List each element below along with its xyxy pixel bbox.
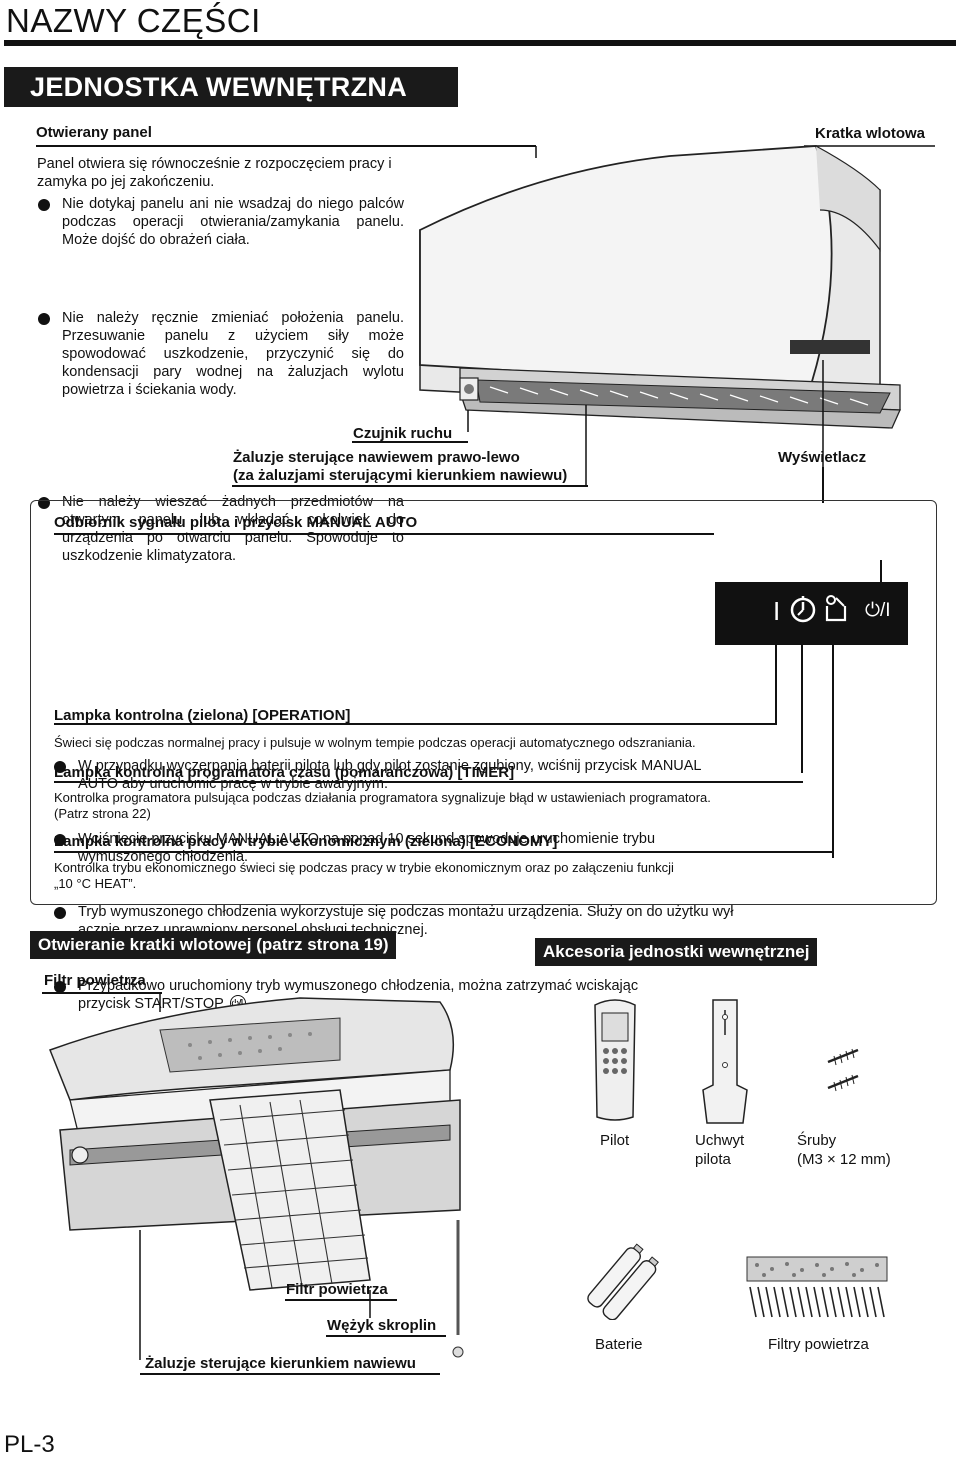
drain-hose-label: Wężyk skroplin: [327, 1317, 436, 1334]
economy-lamp-icon: [823, 594, 849, 624]
lamp-economy-desc: Kontrolka trybu ekonomicznego świeci się…: [54, 860, 894, 876]
timer-lamp-icon: [789, 594, 819, 624]
vertical-louvers-label: Żaluzje sterujące kierunkiem nawiewu: [145, 1355, 416, 1372]
lamp-economy-underline: [54, 851, 834, 853]
holder-caption-2: pilota: [695, 1150, 731, 1169]
panel-intro: Panel otwiera się równocześnie z rozpocz…: [37, 155, 437, 191]
lamp-timer-underline: [54, 781, 803, 783]
indoor-unit-illustration: [380, 110, 960, 505]
timer-leader: [801, 645, 803, 773]
lamp-operation-underline: [54, 723, 777, 725]
power-button-glyph: ⏻/I: [865, 600, 891, 622]
air-filter-label: Filtr powietrza: [286, 1281, 388, 1298]
filters-caption: Filtry powietrza: [768, 1335, 869, 1354]
power-leader: [880, 560, 882, 582]
display-panel: I ⏻/I: [715, 582, 908, 645]
louvers-lr-note: (za żaluzjami sterującymi kierunkiem naw…: [233, 467, 567, 484]
page-number: PL-3: [4, 1431, 55, 1459]
drain-hose-underline: [326, 1335, 446, 1337]
section-header: JEDNOSTKA WEWNĘTRZNA: [4, 67, 458, 107]
motion-sensor-label: Czujnik ruchu: [353, 425, 452, 442]
accessories-title: Akcesoria jednostki wewnętrznej: [535, 938, 817, 966]
bullet-icon: [54, 907, 66, 919]
air-filters-illustration: [742, 1255, 892, 1320]
motion-sensor-underline: [352, 441, 468, 443]
display-label: Wyświetlacz: [778, 449, 866, 466]
remote-holder-illustration: [695, 995, 755, 1125]
bullet-icon: [38, 199, 50, 211]
remote-caption: Pilot: [600, 1131, 629, 1150]
display-leader: [822, 467, 824, 503]
receiver-title: Odbiornik sygnału pilota i przycisk MANU…: [54, 514, 417, 531]
panel-label: Otwierany panel: [36, 124, 152, 141]
screws-caption-2: (M3 × 12 mm): [797, 1150, 891, 1169]
lamp-operation-desc: Świeci się podczas normalnej pracy i pul…: [54, 735, 874, 751]
screws-illustration: [820, 1040, 870, 1095]
opening-section-title: Otwieranie kratki wlotowej (patrz strona…: [30, 931, 396, 959]
economy-leader: [832, 645, 834, 858]
air-filter-underline: [285, 1299, 397, 1301]
air-filter-top-label: Filtr powietrza: [44, 972, 146, 989]
panel-bullet-2: Nie należy ręcznie zmieniać położenia pa…: [38, 309, 404, 399]
lamp-operation-title: Lampka kontrolna (zielona) [OPERATION]: [54, 707, 350, 724]
lamp-timer-desc-page: (Patrz strona 22): [54, 806, 151, 822]
batteries-illustration: [580, 1240, 670, 1320]
lamp-economy-desc-2: „10 °C HEAT”.: [54, 876, 136, 892]
remote-control-illustration: [585, 995, 645, 1125]
operation-leader: [775, 645, 777, 723]
intake-grille-label: Kratka wlotowa: [815, 125, 925, 142]
panel-bullet-1: Nie dotykaj panelu ani nie wsadzaj do ni…: [38, 195, 404, 249]
title-rule: [4, 40, 956, 46]
section-title: JEDNOSTKA WEWNĘTRZNA: [30, 72, 407, 103]
receiver-underline: [54, 533, 714, 535]
holder-caption-1: Uchwyt: [695, 1131, 744, 1150]
louvers-lr-underline: [232, 485, 588, 487]
louvers-lr-label: Żaluzje sterujące nawiewem prawo-lewo: [233, 449, 520, 466]
bullet-icon: [38, 313, 50, 325]
vertical-louvers-underline: [140, 1373, 440, 1375]
lamp-timer-title: Lampka kontrolna programatora czasu (pom…: [54, 764, 514, 781]
batteries-caption: Baterie: [595, 1335, 643, 1354]
operation-lamp-glyph: I: [773, 596, 780, 627]
lamp-economy-title: Lampka kontrolna pracy w trybie ekonomic…: [54, 833, 557, 850]
page-title: NAZWY CZĘŚCI: [6, 2, 261, 40]
screws-caption-1: Śruby: [797, 1131, 836, 1150]
lamp-timer-desc: Kontrolka programatora pulsująca podczas…: [54, 790, 894, 806]
